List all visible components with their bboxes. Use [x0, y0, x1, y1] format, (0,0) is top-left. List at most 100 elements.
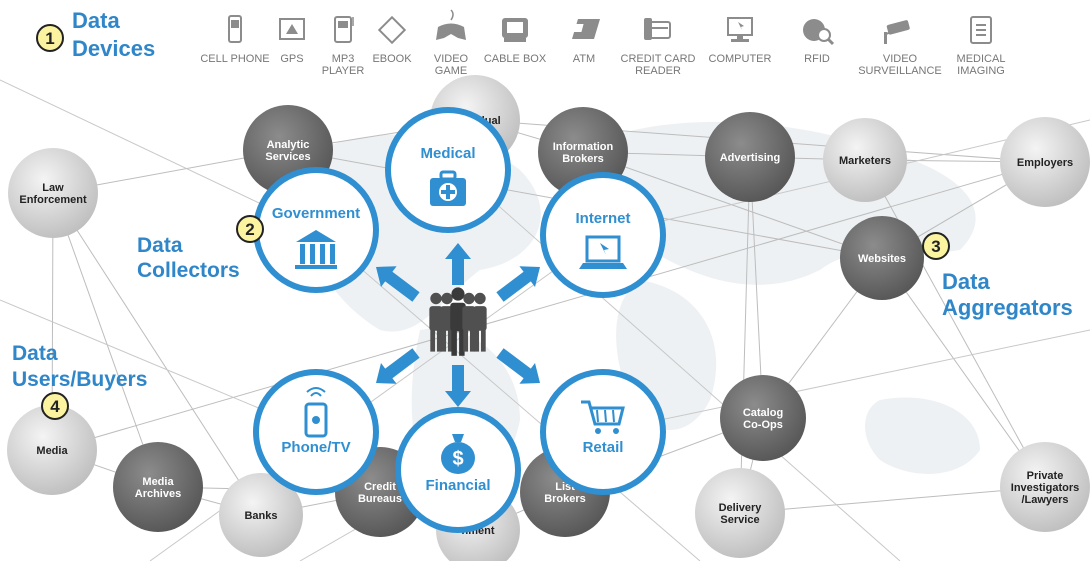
network-node-banks: Banks: [219, 473, 303, 557]
computer-icon: [727, 17, 753, 42]
marker-3-icon: 3: [922, 232, 950, 260]
node-circle: [1000, 117, 1090, 207]
connection-line: [51, 161, 1046, 451]
collector-circle: [385, 107, 511, 233]
people-group-icon: [429, 287, 487, 356]
continent-shape: [865, 397, 980, 474]
flow-arrow: [445, 365, 471, 407]
collector-circle: [540, 369, 666, 495]
collector-internet: Internet: [540, 172, 666, 298]
collector-label: Medical: [420, 145, 475, 162]
connection-line: [582, 151, 883, 259]
collector-financial: Financial$: [395, 407, 521, 533]
device-gps: GPS: [279, 18, 305, 65]
device-label-line2: PLAYER: [322, 65, 365, 77]
credit-card-reader-icon: [644, 18, 671, 40]
atm-icon: [571, 19, 600, 39]
cable-box-icon: [502, 18, 528, 42]
device-label: VIDEO: [434, 53, 469, 65]
node-circle: [113, 442, 203, 532]
svg-text:Data: Data: [72, 8, 120, 33]
collector-phone-tv: Phone/TV: [253, 369, 379, 495]
network-node-marketers: Marketers: [823, 118, 907, 202]
node-label: Banks: [244, 510, 277, 522]
device-atm: ATM: [571, 19, 600, 65]
node-circle: [823, 118, 907, 202]
network-node-employers: Employers: [1000, 117, 1090, 207]
collector-retail: Retail: [540, 369, 666, 495]
device-rfid: RFID: [803, 19, 835, 65]
node-circle: [695, 468, 785, 558]
node-circle: [705, 112, 795, 202]
marker-4-icon: 4: [41, 392, 69, 420]
node-label: Marketers: [839, 155, 891, 167]
government-building-icon: [295, 230, 337, 269]
connection-line: [52, 192, 262, 516]
device-label: CREDIT CARD: [621, 53, 696, 65]
money-bag-icon: $: [441, 434, 475, 474]
marker-1-icon: 1: [36, 24, 64, 52]
device-computer: COMPUTER: [709, 17, 772, 65]
node-label: Advertising: [720, 152, 781, 164]
device-cell-phone: CELL PHONE: [200, 15, 270, 65]
svg-text:Collectors: Collectors: [137, 259, 240, 282]
marker-2-icon: 2: [236, 215, 264, 243]
collector-label: Government: [272, 205, 360, 222]
node-circle: [720, 375, 806, 461]
device-label: EBOOK: [372, 53, 412, 65]
node-circle: [8, 148, 98, 238]
device-label: MEDICAL: [957, 53, 1006, 65]
svg-text:3: 3: [931, 237, 940, 256]
device-label: GPS: [280, 53, 303, 65]
device-cable-box: CABLE BOX: [484, 18, 547, 65]
network-node-websites: Websites: [840, 216, 924, 300]
collector-government: Government: [253, 167, 379, 293]
device-label-line2: SURVEILLANCE: [858, 65, 942, 77]
medical-kit-icon: [430, 170, 466, 206]
flow-arrow: [376, 348, 420, 384]
cell-phone-icon: [228, 15, 242, 43]
network-node-media: Media: [7, 405, 97, 495]
mp3-player-icon: [334, 16, 354, 43]
device-label: VIDEO: [883, 53, 918, 65]
device-label-line2: IMAGING: [957, 65, 1005, 77]
gps-icon: [279, 18, 305, 40]
rfid-icon: [803, 19, 835, 46]
svg-text:Aggregators: Aggregators: [942, 295, 1073, 320]
node-circle: [219, 473, 303, 557]
node-circle: [840, 216, 924, 300]
connection-line: [602, 329, 1090, 433]
device-label: MP3: [332, 53, 355, 65]
svg-text:1: 1: [45, 29, 54, 48]
svg-text:Data: Data: [12, 342, 58, 365]
device-label: ATM: [573, 53, 595, 65]
device-ebook: EBOOK: [372, 15, 412, 65]
connection-line: [315, 229, 701, 561]
shopping-cart-icon: [581, 400, 625, 434]
collector-medical: Medical: [385, 107, 511, 233]
collector-label: Phone/TV: [281, 439, 350, 456]
flow-arrow: [496, 348, 540, 384]
node-label: Media: [36, 445, 68, 457]
collector-circle: [540, 172, 666, 298]
connection-line: [881, 257, 1046, 488]
video-game-icon: [436, 9, 466, 40]
svg-text:2: 2: [245, 220, 254, 239]
